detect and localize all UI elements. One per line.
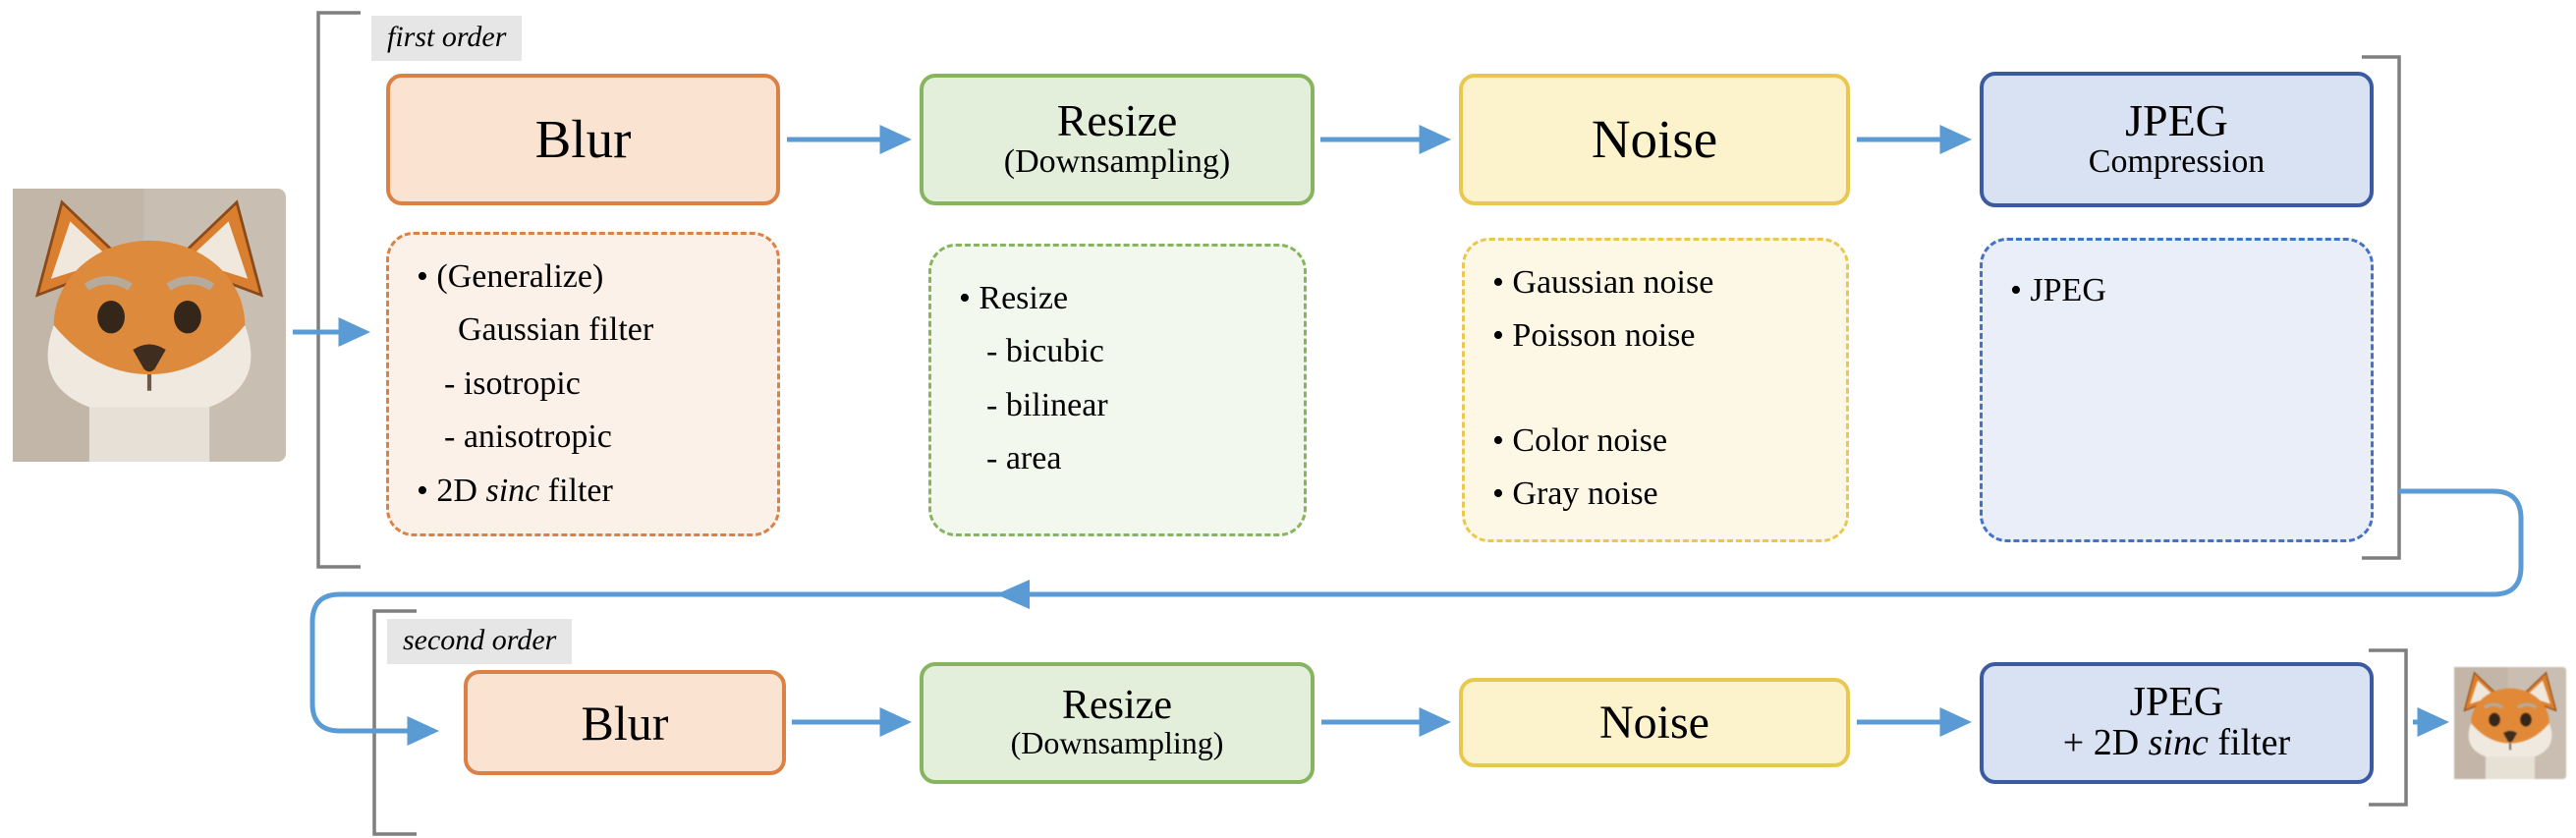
resize-detail-box: • Resize - bicubic - bilinear - area [928,244,1307,536]
jpeg-detail-box: • JPEG [1980,238,2374,542]
blur-detail-line: • (Generalize) [417,258,604,295]
blur-detail-box: • (Generalize) Gaussian filter - isotrop… [386,232,780,536]
first-order-label: first order [371,16,523,61]
resize2-title: Resize [1062,683,1172,729]
resize2-subtitle: (Downsampling) [1010,725,1224,761]
loop-mid-arrowhead [996,580,1030,609]
resize-box-first-order: Resize (Downsampling) [920,74,1315,205]
noise-detail-line: • Gaussian noise [1492,264,1714,301]
blur-title: Blur [534,109,632,170]
blur-box-second-order: Blur [464,670,786,775]
resize-detail-line: - area [986,440,1062,477]
noise-detail-box: • Gaussian noise • Poisson noise • Color… [1462,238,1849,542]
noise-box-first-order: Noise [1459,74,1850,205]
resize-title: Resize [1056,95,1178,146]
jpeg2-sinc-line: + 2D sinc filter [2062,722,2291,764]
first-order-bracket-left [316,11,361,569]
second-order-label: second order [387,619,573,664]
noise-title: Noise [1591,109,1718,170]
jpeg2-title: JPEG [2129,680,2224,726]
resize-subtitle: (Downsampling) [1003,143,1231,181]
noise-detail-line: • Poisson noise [1492,317,1696,355]
resize-detail-line: - bicubic [986,333,1104,370]
noise-detail-line: • Gray noise [1492,475,1658,513]
resize-box-second-order: Resize (Downsampling) [920,662,1315,784]
blur-detail-line-sinc: • 2D sinc filter [417,472,613,509]
blur2-title: Blur [581,695,669,751]
noise-detail-line: • Color noise [1492,421,1668,459]
output-image-fox-degraded [2454,667,2566,779]
resize-detail-line: • Resize [959,280,1069,316]
jpeg-box-second-order: JPEG + 2D sinc filter [1980,662,2374,784]
blur-detail-line: - isotropic [444,364,581,402]
second-order-bracket-right [2369,648,2408,807]
resize-detail-line: - bilinear [986,386,1108,423]
blur-box-first-order: Blur [386,74,780,205]
noise2-title: Noise [1599,696,1709,749]
jpeg-subtitle: Compression [2088,143,2266,181]
jpeg-box-first-order: JPEG Compression [1980,72,2374,207]
jpeg-detail-line: • JPEG [2010,272,2106,308]
noise-box-second-order: Noise [1459,678,1850,767]
jpeg-title: JPEG [2125,95,2228,146]
input-image-fox [13,189,286,462]
blur-detail-line: Gaussian filter [458,311,654,349]
blur-detail-line: - anisotropic [444,419,612,456]
